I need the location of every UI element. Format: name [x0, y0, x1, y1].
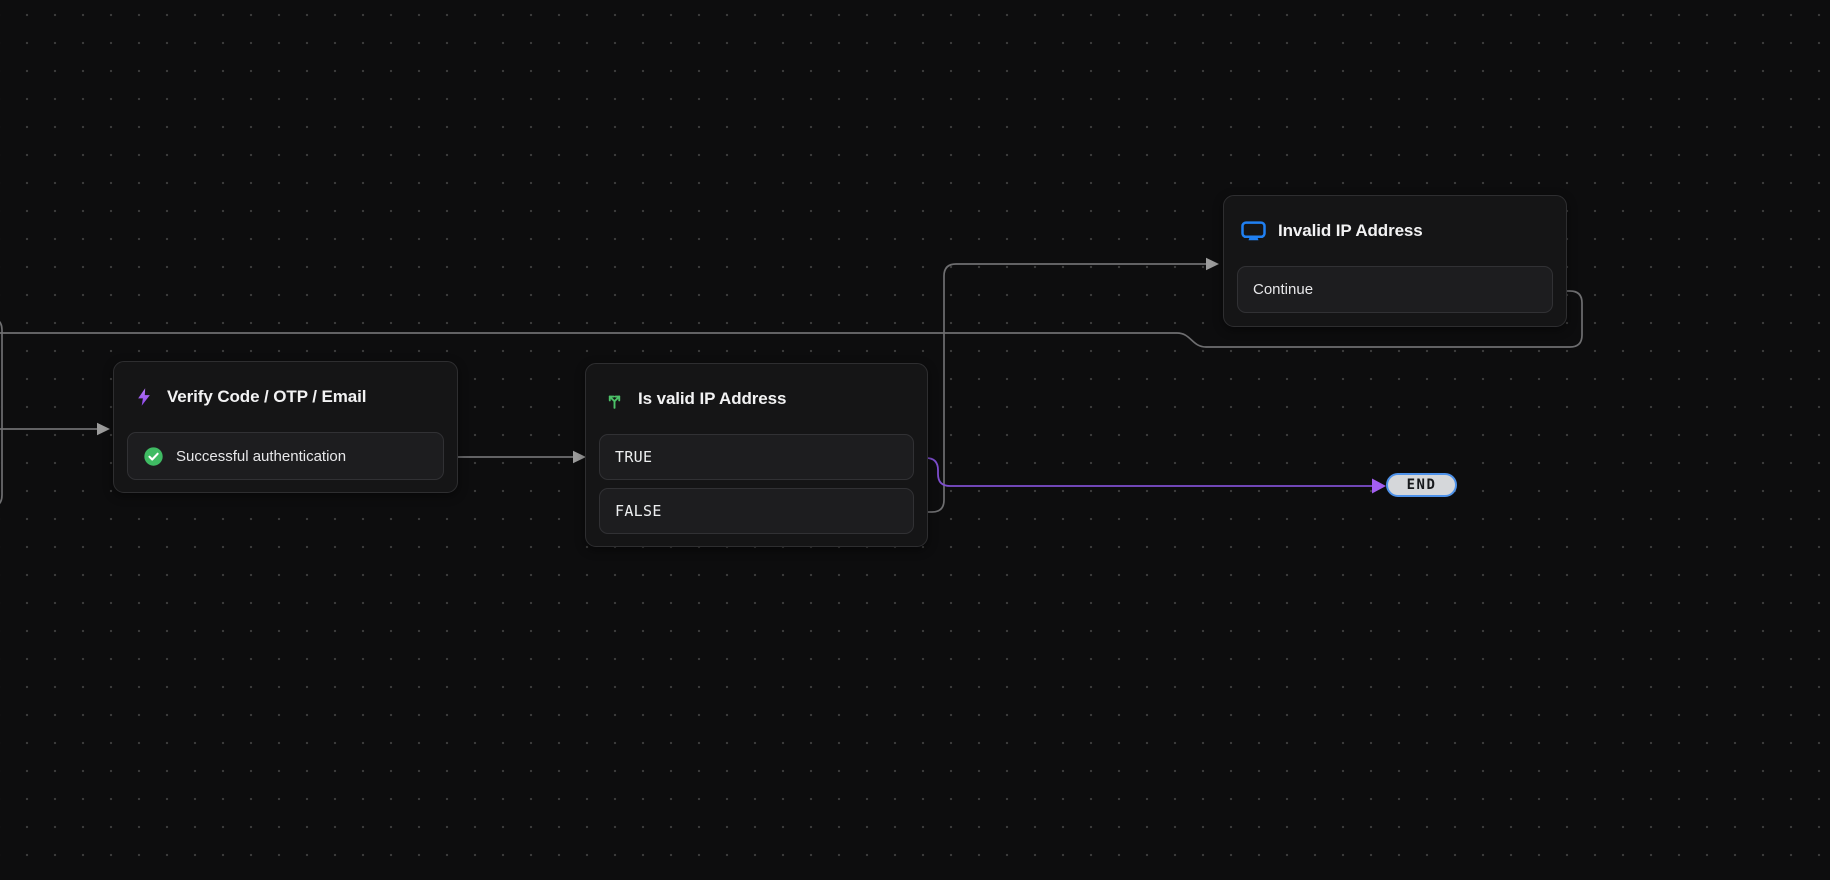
node-invalid-header: Invalid IP Address: [1224, 196, 1566, 266]
arrowhead-into-end: [1372, 478, 1386, 494]
check-circle-icon: [143, 446, 164, 467]
row-label: FALSE: [615, 502, 662, 520]
end-marker[interactable]: END: [1386, 473, 1457, 497]
arrowhead-into-verify: [97, 422, 110, 436]
branch-icon: [604, 389, 625, 410]
node-title: Verify Code / OTP / Email: [167, 387, 367, 406]
arrowhead-into-invalid-ip: [1206, 257, 1219, 271]
row-label: Continue: [1253, 281, 1314, 298]
edge-false-to-invalid-ip[interactable]: [917, 263, 1206, 513]
lightning-icon: [134, 386, 154, 408]
edge-true-to-end[interactable]: [917, 457, 1372, 487]
node-verify-header: Verify Code / OTP / Email: [114, 362, 457, 432]
row-continue[interactable]: Continue: [1237, 266, 1553, 313]
monitor-icon: [1240, 220, 1267, 243]
node-isvalid-header: Is valid IP Address: [586, 364, 927, 434]
node-title: Is valid IP Address: [638, 389, 787, 408]
end-marker-label: END: [1406, 477, 1437, 493]
edge-offscreen-node-border: [0, 320, 3, 505]
row-label: Successful authentication: [176, 447, 347, 465]
row-successful-authentication[interactable]: Successful authentication: [127, 432, 444, 480]
row-false[interactable]: FALSE: [599, 488, 914, 534]
node-is-valid-ip[interactable]: Is valid IP Address TRUE FALSE: [585, 363, 928, 547]
node-invalid-ip[interactable]: Invalid IP Address Continue: [1223, 195, 1567, 327]
node-verify-code[interactable]: Verify Code / OTP / Email Successful aut…: [113, 361, 458, 493]
row-true[interactable]: TRUE: [599, 434, 914, 480]
row-label: TRUE: [615, 448, 653, 466]
node-title: Invalid IP Address: [1278, 221, 1423, 240]
